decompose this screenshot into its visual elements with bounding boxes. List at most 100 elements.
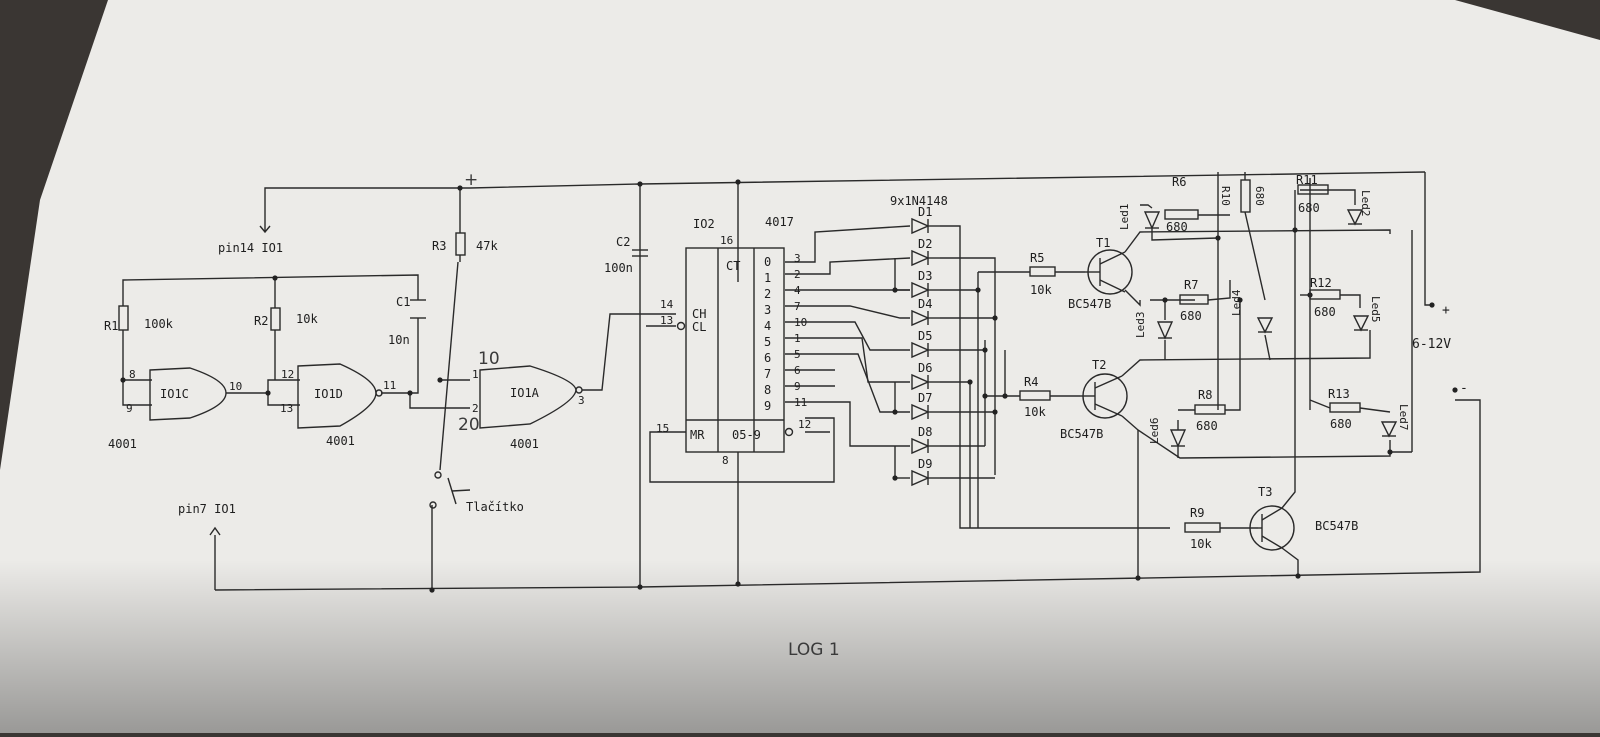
- diode-d6: D6: [911, 361, 940, 391]
- svg-text:10k: 10k: [1190, 537, 1212, 551]
- pin7-label: pin7 IO1: [178, 502, 236, 536]
- diode-label: D1: [918, 205, 932, 219]
- gate-io1a: IO1A 1 2 3 4001: [472, 365, 585, 451]
- resistor-r13: R13 680: [1328, 387, 1361, 431]
- svg-text:R9: R9: [1190, 506, 1204, 520]
- svg-text:14: 14: [660, 298, 674, 311]
- counter-output-label: 2: [764, 287, 771, 301]
- counter-ic: IO2 4017 16 CT 8 14 CH 13 CL 15 MR 05-9 …: [656, 215, 811, 467]
- diode-label: D3: [918, 269, 932, 283]
- svg-text:BC547B: BC547B: [1315, 519, 1358, 533]
- diode-d2: D2: [911, 237, 940, 267]
- svg-text:11: 11: [383, 379, 396, 392]
- svg-text:2: 2: [472, 402, 479, 415]
- led-6: Led6: [1148, 418, 1187, 448]
- svg-text:C1: C1: [396, 295, 410, 309]
- svg-text:IO1C: IO1C: [160, 387, 189, 401]
- svg-text:Led7: Led7: [1397, 404, 1410, 431]
- svg-text:10k: 10k: [1024, 405, 1046, 419]
- diode-label: D5: [918, 329, 932, 343]
- led-1: Led1: [1118, 204, 1161, 230]
- svg-text:Led4: Led4: [1230, 289, 1243, 316]
- svg-text:R5: R5: [1030, 251, 1044, 265]
- transistor-t1: T1 BC547B: [1068, 236, 1133, 311]
- resistor-r1: R1 100k: [104, 284, 174, 333]
- svg-text:MR: MR: [690, 428, 705, 442]
- svg-text:1: 1: [472, 368, 479, 381]
- svg-text:12: 12: [798, 418, 811, 431]
- handwritten-marks: + 10 20 LOG 1: [458, 170, 840, 660]
- push-button: Tlačítko: [429, 471, 524, 514]
- resistor-r10: R10 680: [1219, 179, 1266, 213]
- junctions: [120, 179, 1393, 593]
- counter-output-pin: 11: [794, 396, 807, 409]
- counter-output-label: 9: [764, 399, 771, 413]
- svg-text:Led6: Led6: [1148, 418, 1161, 445]
- transistor-t3: T3 BC547B: [1249, 485, 1358, 551]
- svg-text:8: 8: [129, 368, 136, 381]
- svg-text:20: 20: [458, 415, 480, 435]
- svg-text:R8: R8: [1198, 388, 1212, 402]
- resistor-r6: R6 680: [1164, 175, 1199, 234]
- led-4: Led4: [1230, 289, 1274, 334]
- capacitor-c2: C2 100n: [604, 235, 648, 275]
- svg-text:R2: R2: [254, 314, 268, 328]
- resistor-r4: R4 10k: [1019, 375, 1051, 419]
- diode-label: D4: [918, 297, 932, 311]
- resistor-r2: R2 10k: [254, 307, 318, 331]
- diode-d3: D3: [911, 269, 940, 299]
- diode-d8: D8: [911, 425, 940, 455]
- svg-text:CT: CT: [726, 259, 740, 273]
- svg-text:47k: 47k: [476, 239, 498, 253]
- counter-output-pin: 6: [794, 364, 801, 377]
- svg-text:680: 680: [1166, 220, 1188, 234]
- svg-text:T2: T2: [1092, 358, 1106, 372]
- diode-array-title: 9x1N4148: [890, 194, 948, 208]
- svg-text:680: 680: [1196, 419, 1218, 433]
- resistor-r12: R12 680: [1309, 276, 1341, 319]
- resistor-r7: R7 680: [1179, 278, 1209, 323]
- svg-text:R12: R12: [1310, 276, 1332, 290]
- svg-text:LOG 1: LOG 1: [788, 640, 840, 660]
- diode-d9: D9: [911, 457, 940, 487]
- resistor-r3: R3 47k: [432, 232, 498, 256]
- counter-output-label: 5: [764, 335, 771, 349]
- svg-text:R10: R10: [1219, 186, 1232, 206]
- svg-text:R6: R6: [1172, 175, 1186, 189]
- svg-text:pin7 IO1: pin7 IO1: [178, 502, 236, 516]
- svg-text:Led3: Led3: [1134, 312, 1147, 339]
- svg-text:Led2: Led2: [1359, 190, 1372, 217]
- led-2: Led2: [1346, 190, 1372, 226]
- pin14-label: pin14 IO1: [218, 225, 283, 255]
- svg-text:10: 10: [478, 349, 500, 369]
- counter-output-pin: 7: [794, 300, 801, 313]
- svg-text:+: +: [464, 170, 478, 190]
- svg-text:680: 680: [1314, 305, 1336, 319]
- counter-output-pin: 10: [794, 316, 807, 329]
- svg-text:IO1A: IO1A: [510, 386, 540, 400]
- minus-terminal-label: -: [1460, 381, 1468, 396]
- svg-text:8: 8: [722, 454, 729, 467]
- svg-text:BC547B: BC547B: [1068, 297, 1111, 311]
- counter-output-pin: 1: [794, 332, 801, 345]
- diode-d7: D7: [911, 391, 940, 421]
- resistor-r11: R11 680: [1296, 173, 1329, 215]
- resistor-r8: R8 680: [1194, 388, 1226, 433]
- counter-output-pin: 3: [794, 252, 801, 265]
- counter-output-pin: 9: [794, 380, 801, 393]
- svg-text:CL: CL: [692, 320, 706, 334]
- svg-text:R3: R3: [432, 239, 446, 253]
- svg-text:680: 680: [1330, 417, 1352, 431]
- gate-io1d: IO1D 12 13 11 4001: [280, 363, 396, 448]
- svg-text:pin14 IO1: pin14 IO1: [218, 241, 283, 255]
- counter-output-pin: 2: [794, 268, 801, 281]
- svg-text:T3: T3: [1258, 485, 1272, 499]
- led-7: Led7: [1380, 404, 1410, 438]
- svg-text:10: 10: [229, 380, 242, 393]
- supply-voltage-label: 6-12V: [1412, 337, 1451, 352]
- resistor-r5: R5 10k: [1029, 251, 1056, 297]
